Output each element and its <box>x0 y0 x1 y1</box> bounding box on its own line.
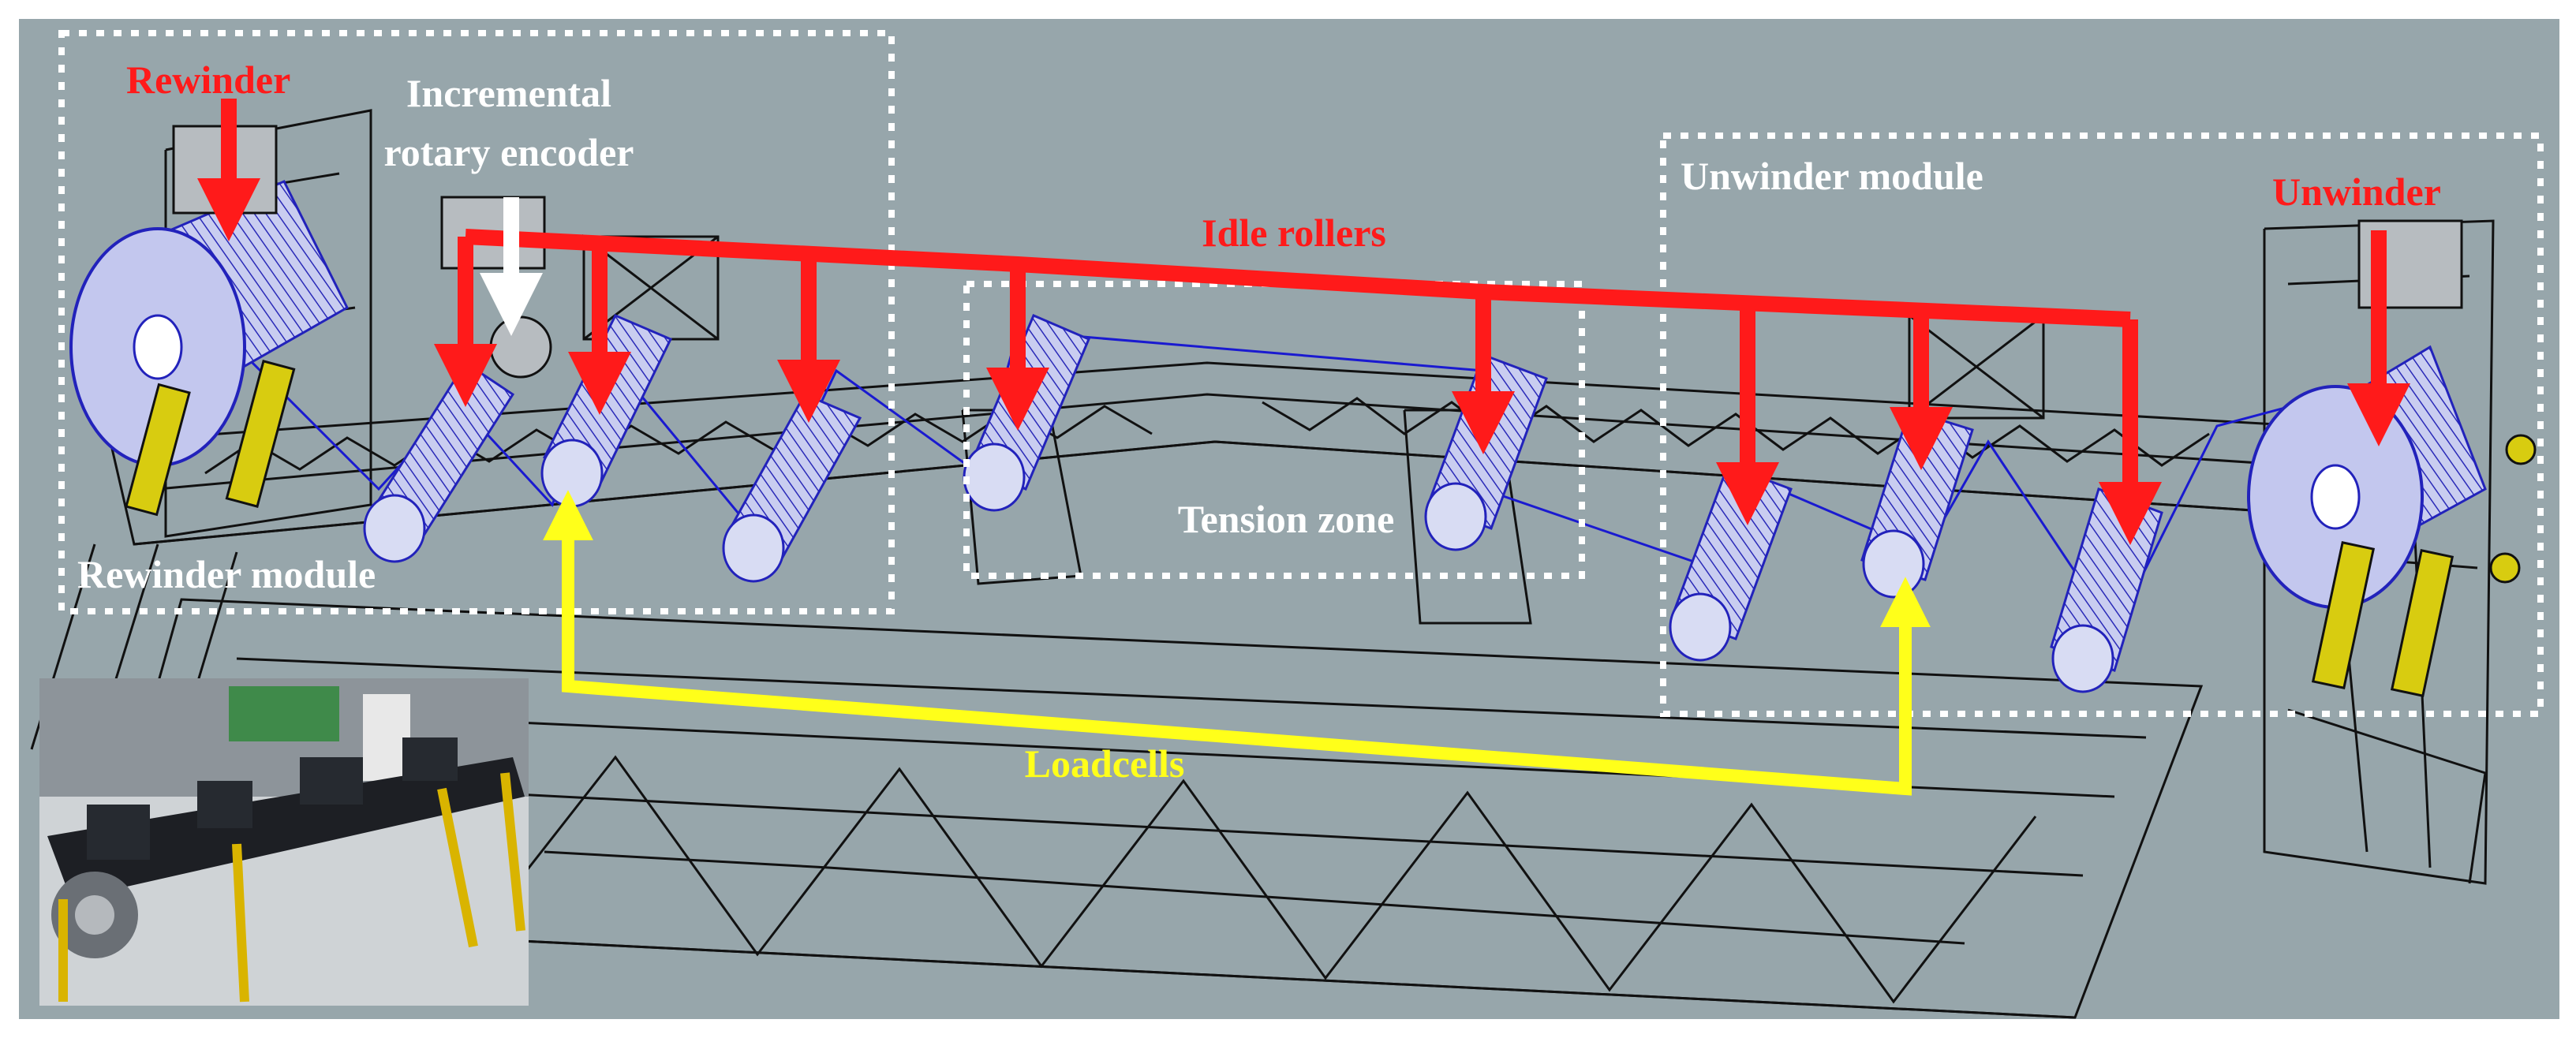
roller-1 <box>363 360 515 563</box>
rewinder-module-label: Rewinder module <box>77 552 376 596</box>
rewinder-module-box <box>58 30 895 614</box>
rewinder-label: Rewinder <box>126 58 290 102</box>
loadcells-bracket <box>543 490 1931 796</box>
unwinder-module-label: Unwinder module <box>1681 154 1983 198</box>
unwinder-label: Unwinder <box>2272 170 2441 214</box>
tension-zone-box <box>963 281 1585 579</box>
module-boxes <box>58 30 2544 717</box>
encoder-label-line1: Incremental <box>406 71 611 115</box>
tension-zone-label: Tension zone <box>1178 497 1395 541</box>
web-path <box>172 282 2336 633</box>
roller-3 <box>722 393 862 583</box>
encoder-label-line2: rotary encoder <box>383 130 634 174</box>
labels: Rewinder Incremental rotary encoder Idle… <box>77 58 2441 786</box>
unwinder-module-box <box>1660 133 2544 717</box>
idle-rollers-bracket <box>434 229 2162 545</box>
rewinder-drum <box>69 125 349 517</box>
photo-inset-testbed <box>39 678 529 1006</box>
idle-rollers-label: Idle rollers <box>1202 211 1386 255</box>
loadcells-label: Loadcells <box>1025 741 1185 786</box>
